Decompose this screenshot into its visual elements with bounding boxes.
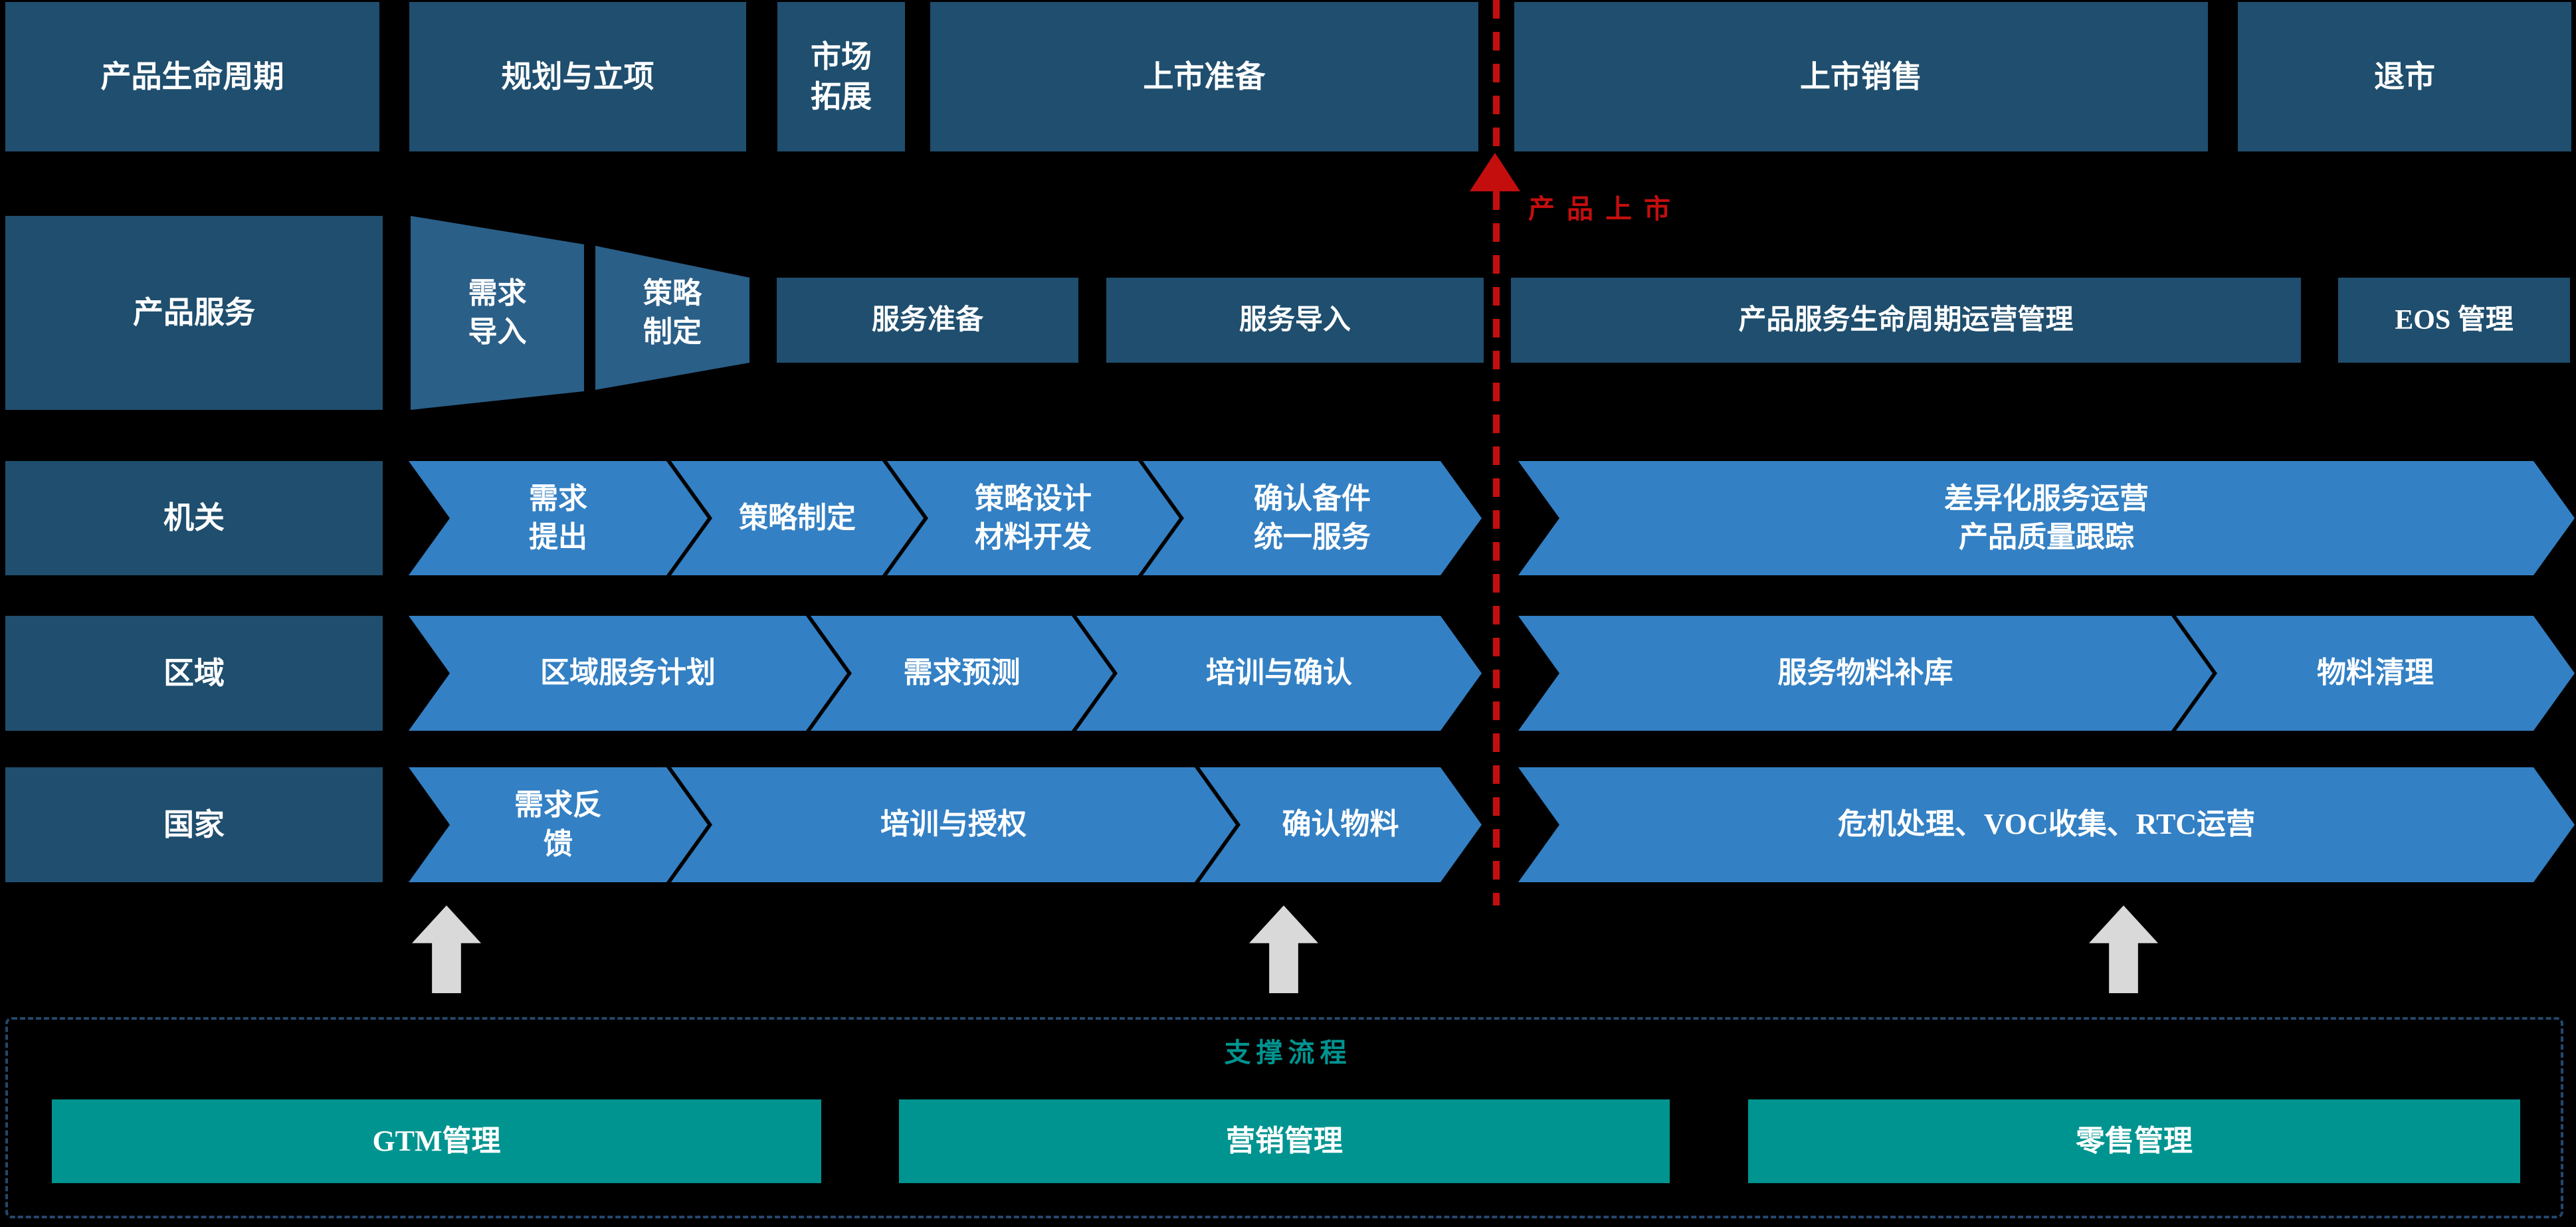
chev-differentiated-ops: 差异化服务运营 产品质量跟踪 <box>1518 461 2575 575</box>
chev-strategy-set: 策略制定 <box>671 461 924 575</box>
chev-region-service-plan: 区域服务计划 <box>409 616 847 731</box>
stage-planning: 规划与立项 <box>409 2 746 151</box>
chev-training-authorization: 培训与授权 <box>671 767 1236 882</box>
chev-material-cleanup: 物料清理 <box>2176 616 2575 731</box>
launch-label: 产品上市 <box>1528 194 1682 224</box>
funnel-demand-import: 需求 导入 <box>411 216 584 410</box>
box-marketing-mgmt: 营销管理 <box>899 1099 1670 1183</box>
chev-strategy-design: 策略设计 材料开发 <box>887 461 1179 575</box>
box-eos-mgmt: EOS 管理 <box>2338 278 2570 363</box>
chev-confirm-material: 确认物料 <box>1199 767 1482 882</box>
support-process-box <box>5 1017 2563 1218</box>
box-retail-mgmt: 零售管理 <box>1748 1099 2520 1183</box>
launch-arrow-icon <box>1470 153 1520 191</box>
box-service-prep: 服务准备 <box>777 278 1078 363</box>
chev-confirm-spares: 确认备件 统一服务 <box>1143 461 1482 575</box>
stage-exit: 退市 <box>2238 2 2571 151</box>
row-label-hq: 机关 <box>5 461 383 575</box>
chev-training-confirm: 培训与确认 <box>1076 616 1482 731</box>
stage-launch-prep: 上市准备 <box>930 2 1478 151</box>
box-service-import: 服务导入 <box>1106 278 1484 363</box>
row-label-product-service: 产品服务 <box>5 216 383 410</box>
box-gtm-mgmt: GTM管理 <box>52 1099 821 1183</box>
chev-demand-forecast: 需求预测 <box>811 616 1113 731</box>
row-label-region: 区域 <box>5 616 383 731</box>
chev-demand-raise: 需求 提出 <box>409 461 708 575</box>
row-label-country: 国家 <box>5 767 383 882</box>
chev-demand-feedback: 需求反 馈 <box>409 767 708 882</box>
funnel-strategy-set: 策略 制定 <box>595 245 749 390</box>
stage-launch-sales: 上市销售 <box>1514 2 2208 151</box>
up-arrow-icon <box>412 905 481 993</box>
launch-dashed-line <box>1493 0 1500 905</box>
chev-crisis-voc-rtc: 危机处理、VOC收集、RTC运营 <box>1518 767 2575 882</box>
support-process-title: 支撑流程 <box>1224 1038 1352 1068</box>
up-arrow-icon <box>1249 905 1318 993</box>
row-label-product-lifecycle: 产品生命周期 <box>5 2 379 151</box>
up-arrow-icon <box>2089 905 2158 993</box>
box-service-lifecycle-ops: 产品服务生命周期运营管理 <box>1511 278 2301 363</box>
chev-material-restock: 服务物料补库 <box>1518 616 2213 731</box>
stage-market-expansion: 市场 拓展 <box>777 2 905 151</box>
